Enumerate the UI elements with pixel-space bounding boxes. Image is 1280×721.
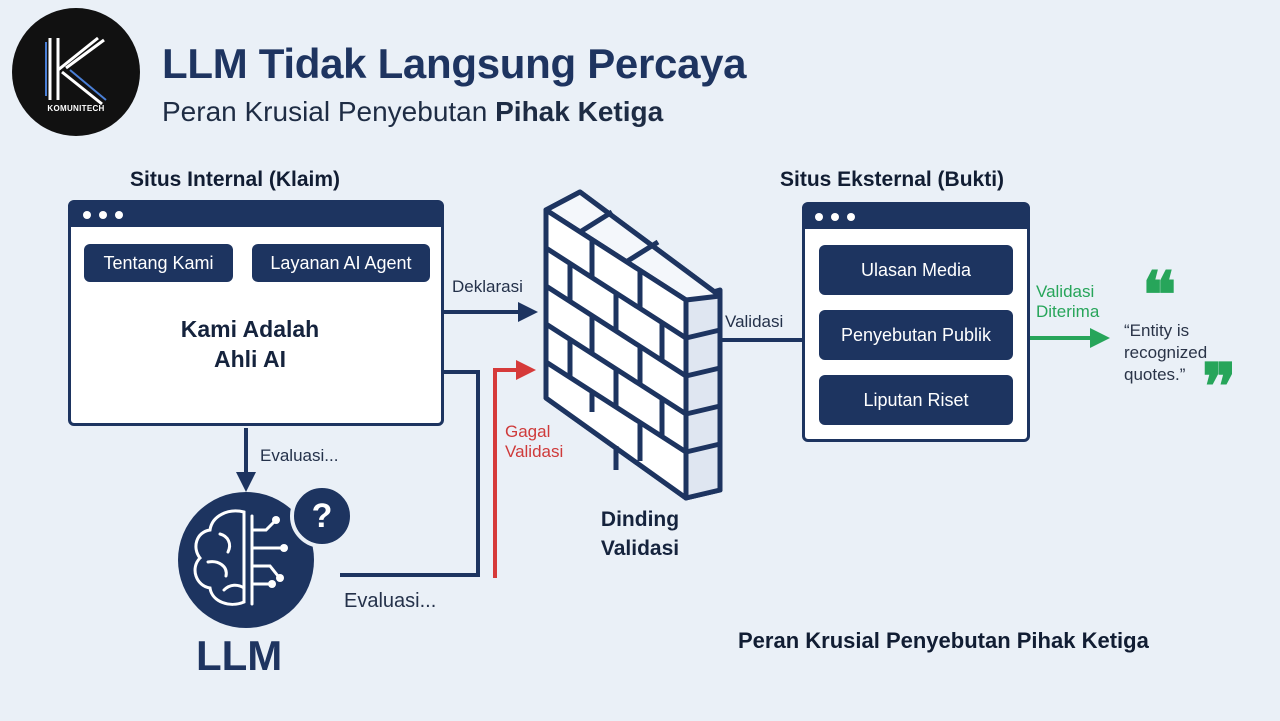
label-deklarasi: Deklarasi [452,277,523,296]
chip-layanan-ai-agent: Layanan AI Agent [252,244,430,282]
bubble-line-1: Kami Adalah [180,316,320,342]
window-dot [115,211,123,219]
label-validasi-diterima: Validasi Diterima [1036,282,1099,322]
chip-liputan-riset: Liputan Riset [819,375,1013,425]
komunitech-logo: KOMUNITECH [12,8,140,136]
brain-icon [178,484,354,628]
llm-label: LLM [196,632,283,679]
validation-wall [543,189,723,501]
window-dot [83,211,91,219]
quote-line-3: quotes.” [1124,365,1186,384]
label-evaluasi-top: Evaluasi... [260,446,339,465]
close-quote-icon: ❞ [1202,350,1237,425]
gagal-validasi-arrow [493,360,536,578]
gagal-line-2: Validasi [505,442,564,461]
label-evaluasi-bottom: Evaluasi... [344,590,437,612]
subtitle-bold: Pihak Ketiga [495,96,664,127]
quote-text: “Entity is recognized quotes.” [1124,320,1207,386]
open-quote-icon: ❝ [1142,258,1177,333]
bubble-line-2: Ahli AI [214,346,286,372]
chip-tentang-kami: Tentang Kami [84,244,233,282]
quote-line-1: “Entity is [1124,321,1190,340]
wall-label: Dinding Validasi [570,505,710,563]
window-titlebar [805,205,1027,229]
page-title: LLM Tidak Langsung Percaya [162,40,747,87]
external-site-label: Situs Eksternal (Bukti) [780,168,1005,191]
logo-text: KOMUNITECH [47,104,105,113]
window-dot [847,213,855,221]
wall-line-2: Validasi [600,537,680,560]
footer-caption: Peran Krusial Penyebutan Pihak Ketiga [738,628,1149,653]
question-mark: ? [311,497,333,535]
evaluasi-loop-line [340,370,480,577]
window-dot [99,211,107,219]
window-dot [815,213,823,221]
chip-penyebutan-publik: Penyebutan Publik [819,310,1013,360]
label-gagal-validasi: Gagal Validasi [505,422,563,462]
gagal-line-1: Gagal [505,422,551,441]
external-site-window: Ulasan Media Penyebutan Publik Liputan R… [802,202,1030,442]
bubble-text: Kami Adalah Ahli AI [140,314,360,374]
wall-line-1: Dinding [600,508,680,531]
quote-line-2: recognized [1124,343,1208,362]
internal-site-label: Situs Internal (Klaim) [130,168,341,191]
internal-site-window: Tentang Kami Layanan AI Agent [68,200,444,426]
window-titlebar [71,203,441,227]
accepted-line-2: Diterima [1036,302,1100,321]
label-validasi: Validasi [725,312,784,331]
accepted-line-1: Validasi [1036,282,1095,301]
window-dot [831,213,839,221]
subtitle-prefix: Peran Krusial Penyebutan [162,96,496,127]
chip-ulasan-media: Ulasan Media [819,245,1013,295]
page-subtitle: Peran Krusial Penyebutan Pihak Ketiga [162,96,663,128]
